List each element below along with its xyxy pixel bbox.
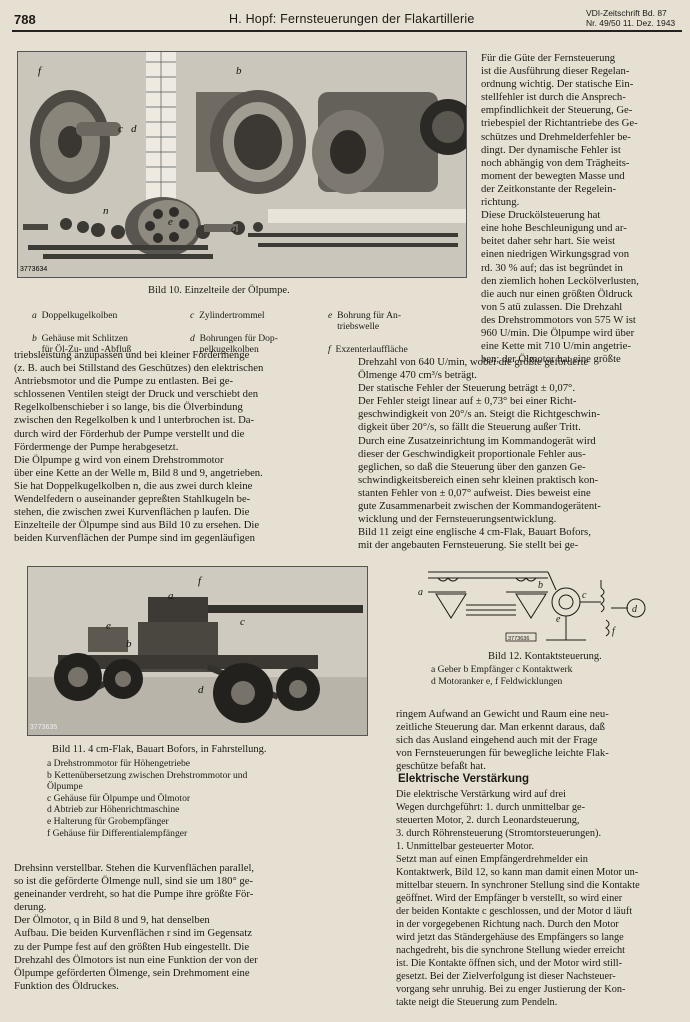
journal-volume: VDI-Zeitschrift Bd. 87 bbox=[586, 8, 667, 18]
oil-pump-parts-illustration: f c d b n e a 3773634 bbox=[18, 52, 466, 277]
text-right-column-low: ringem Aufwand an Gewicht und Raum eine … bbox=[396, 708, 609, 773]
figure-11-legend: a Drehstrommotor für Höhengetriebe b Ket… bbox=[47, 758, 248, 839]
diag-label-d: d bbox=[632, 604, 638, 615]
figure-12-diagram: 3773636 a b c d e f bbox=[406, 560, 656, 652]
diagram-code: 3773636 bbox=[508, 636, 529, 642]
text-left-column-bottom: Drehsinn verstellbar. Stehen die Kurvenf… bbox=[14, 862, 258, 992]
journal-info: VDI-Zeitschrift Bd. 87 Nr. 49/50 11. Dez… bbox=[586, 8, 675, 28]
figure-10-caption: Bild 10. Einzelteile der Ölpumpe. bbox=[148, 285, 290, 296]
photo11-label-b: b bbox=[126, 638, 132, 650]
photo11-label-e: e bbox=[106, 620, 111, 632]
diag-label-c: c bbox=[582, 590, 587, 601]
bofors-gun-illustration: f a c e b d 3773635 bbox=[28, 567, 367, 735]
text-right-column-top: Für die Güte der Fernsteuerung ist die A… bbox=[481, 52, 639, 366]
legend-item-a: a Doppelkugelkolben bbox=[32, 309, 118, 321]
legend-item-c: c Zylindertrommel bbox=[190, 309, 265, 321]
photo11-label-a: a bbox=[168, 590, 174, 602]
text-left-column-middle: triebsleistung anzupassen und bei kleine… bbox=[14, 349, 264, 545]
photo-label-a: a bbox=[231, 223, 237, 235]
legend-item-d: d Bohrungen für Dop- pelkugelkolben bbox=[190, 332, 278, 356]
diag-label-a: a bbox=[418, 587, 423, 598]
photo11-label-c: c bbox=[240, 616, 245, 628]
text-right-column-bottom: Die elektrische Verstärkung wird auf dre… bbox=[396, 789, 640, 1008]
photo11-label-d: d bbox=[198, 684, 204, 696]
diag-label-f: f bbox=[612, 626, 616, 637]
section-heading: Elektrische Verstärkung bbox=[398, 773, 530, 785]
running-title: H. Hopf: Fernsteuerungen der Flakartille… bbox=[229, 12, 475, 26]
figure-10-legend-col2: c Zylindertrommel d Bohrungen für Dop- p… bbox=[190, 298, 325, 368]
figure-12-legend: a Geber b Empfänger c Kontaktwerk d Moto… bbox=[431, 664, 573, 687]
photo11-label-f: f bbox=[198, 575, 203, 587]
photo-label-e: e bbox=[168, 216, 173, 228]
figure-11-caption: Bild 11. 4 cm-Flak, Bauart Bofors, in Fa… bbox=[52, 744, 267, 755]
diag-label-b: b bbox=[538, 580, 543, 591]
legend-item-f: f Exzenterlauffläche bbox=[328, 344, 408, 356]
photo-label-b: b bbox=[236, 65, 242, 77]
photo-label-n: n bbox=[103, 205, 109, 217]
photo-code: 3773634 bbox=[20, 266, 47, 273]
legend-item-e: e Bohrung für An- triebswelle bbox=[328, 309, 402, 333]
contact-control-circuit: 3773636 a b c d e f bbox=[418, 571, 646, 642]
figure-10-legend-col1: a Doppelkugelkolben b Gehäuse mit Schlit… bbox=[32, 298, 172, 368]
header-rule bbox=[12, 30, 682, 32]
photo-label-f: f bbox=[38, 65, 43, 77]
diag-label-e: e bbox=[556, 614, 561, 625]
figure-11-photo: f a c e b d 3773635 bbox=[27, 566, 368, 736]
photo11-code: 3773635 bbox=[30, 724, 57, 731]
journal-issue-date: Nr. 49/50 11. Dez. 1943 bbox=[586, 18, 676, 28]
legend-item-b: b Gehäuse mit Schlitzen für Öl-Zu- und -… bbox=[32, 332, 132, 356]
page-number: 788 bbox=[14, 12, 36, 27]
photo-label-c: c bbox=[118, 123, 123, 135]
figure-10-legend-col3: e Bohrung für An- triebswelle f Exzenter… bbox=[328, 298, 468, 368]
text-right-column-middle: Drehzahl von 640 U/min, wobei die größte… bbox=[358, 356, 601, 552]
figure-10-photo: f c d b n e a 3773634 bbox=[17, 51, 467, 278]
figure-12-caption: Bild 12. Kontaktsteuerung. bbox=[488, 651, 602, 662]
photo-label-d: d bbox=[131, 123, 137, 135]
